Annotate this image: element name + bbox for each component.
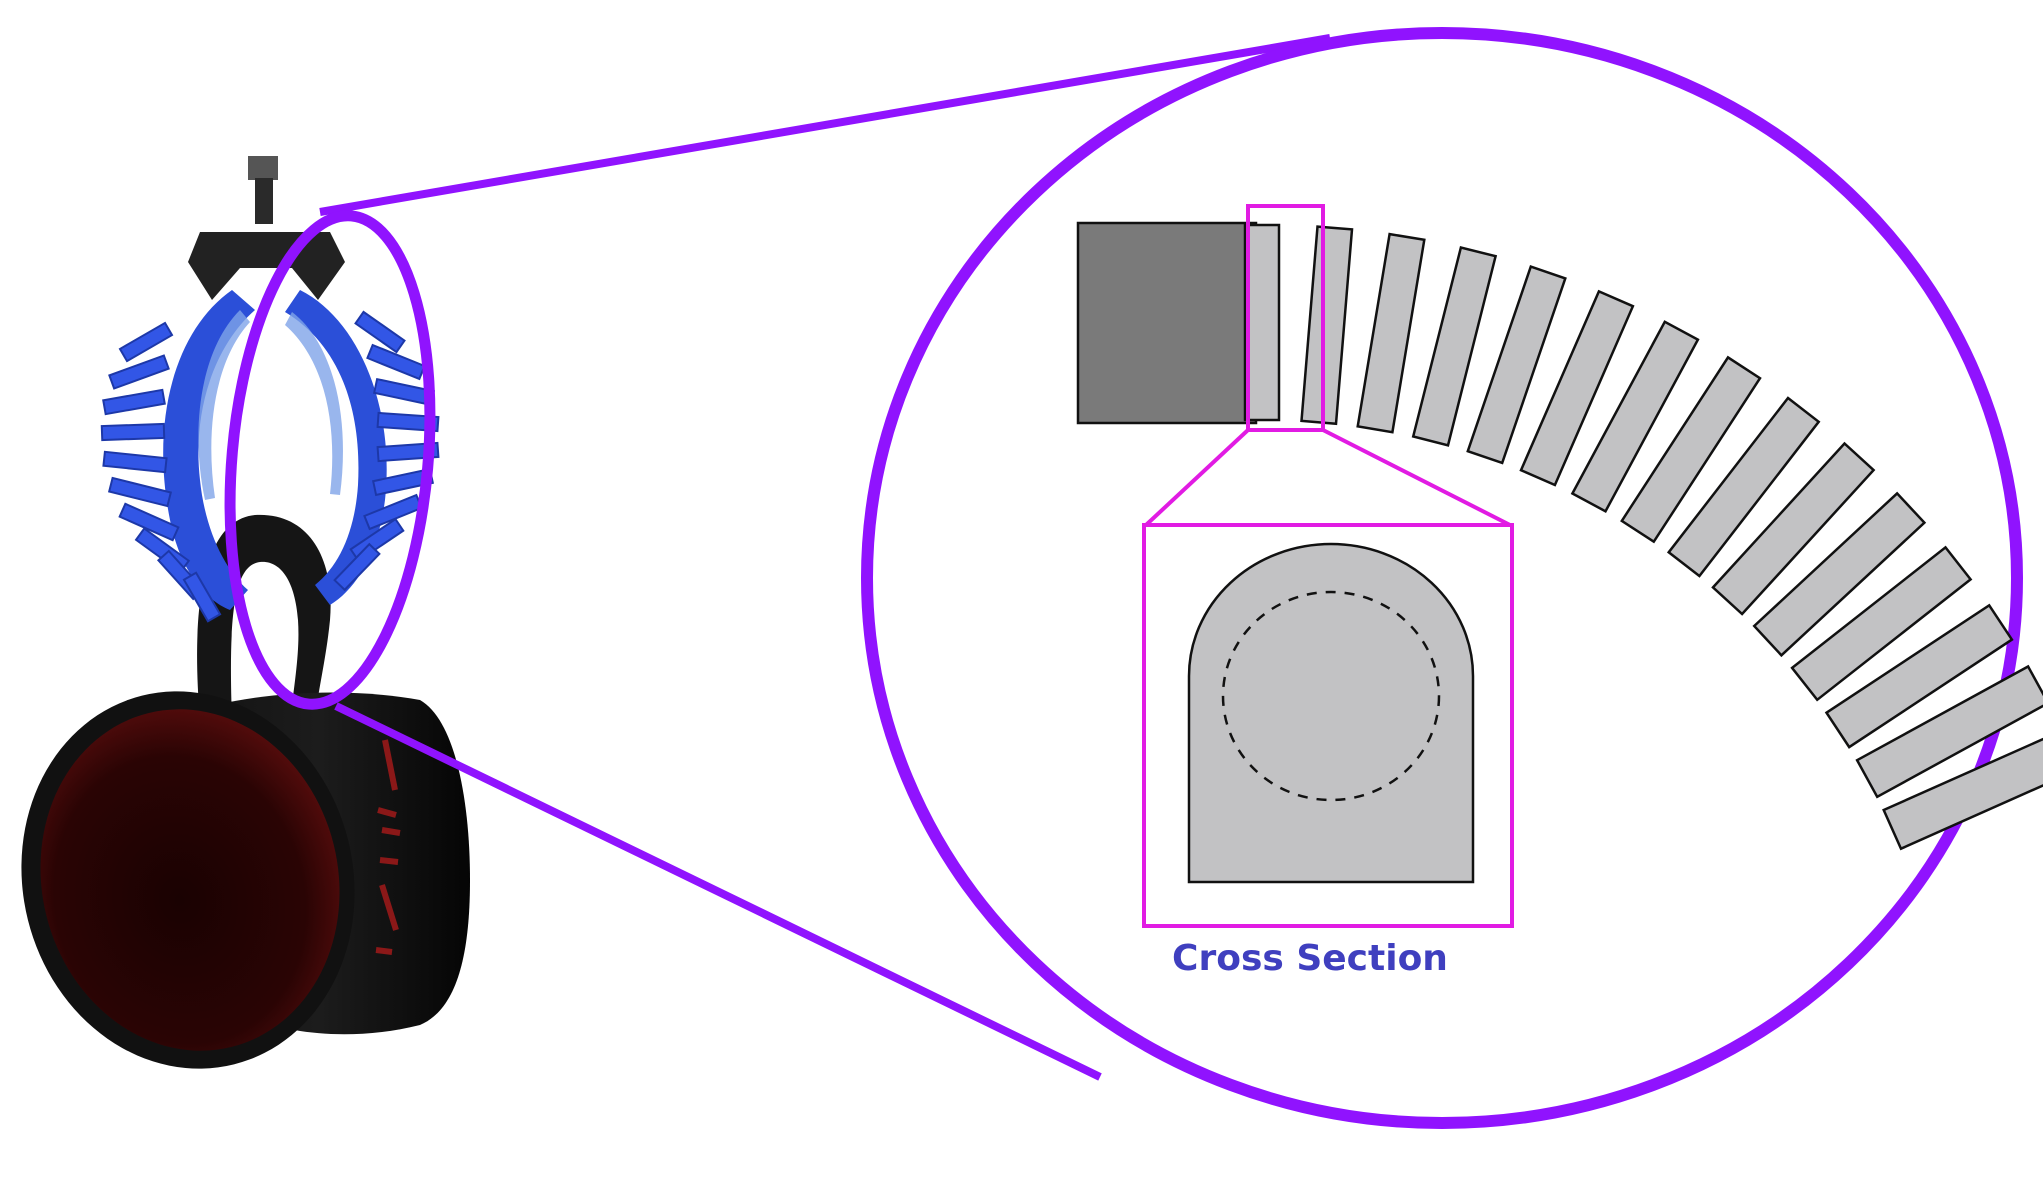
mug-handle — [197, 514, 331, 720]
finger-segment — [1824, 603, 2014, 749]
finger-segment — [1711, 441, 1876, 616]
finger-highlight-ellipse — [224, 210, 436, 710]
finger-segment — [1356, 232, 1426, 434]
mount-bracket — [188, 232, 345, 300]
finger-segment — [1855, 664, 2043, 799]
mount-bolt — [248, 156, 278, 180]
segmented-finger — [1076, 221, 2043, 851]
cross-section-shape — [1187, 542, 1475, 884]
mug-print — [375, 739, 401, 955]
finger-segments — [1243, 223, 2043, 851]
finger-segment — [1411, 245, 1498, 447]
zoom-line-top — [319, 34, 1331, 216]
finger-segment — [1790, 545, 1973, 702]
cross-section-inset: Cross Section — [1142, 204, 1514, 979]
finger-base-block — [1076, 221, 1258, 425]
inset-connector-left — [1144, 428, 1250, 527]
gripper-photo — [21, 156, 470, 1069]
segment-selection-box — [1246, 204, 1325, 432]
left-finger — [100, 290, 255, 623]
finger-segment — [1666, 396, 1821, 578]
cross-section-label: Cross Section — [1172, 938, 1448, 979]
finger-segment — [1882, 737, 2043, 851]
mug-interior — [40, 709, 340, 1051]
finger-segment — [1243, 223, 1281, 422]
finger-inner-lining — [198, 310, 343, 500]
finger-segment — [1752, 491, 1927, 658]
zoom-line-bottom — [334, 702, 1102, 1081]
finger-segment — [1466, 265, 1567, 465]
mount-post — [255, 178, 273, 224]
finger-segment — [1620, 355, 1762, 544]
inset-connector-right — [1322, 428, 1511, 527]
air-channel-dashed — [1221, 590, 1441, 802]
finger-segment — [1519, 289, 1635, 487]
finger-segment — [1570, 320, 1700, 513]
